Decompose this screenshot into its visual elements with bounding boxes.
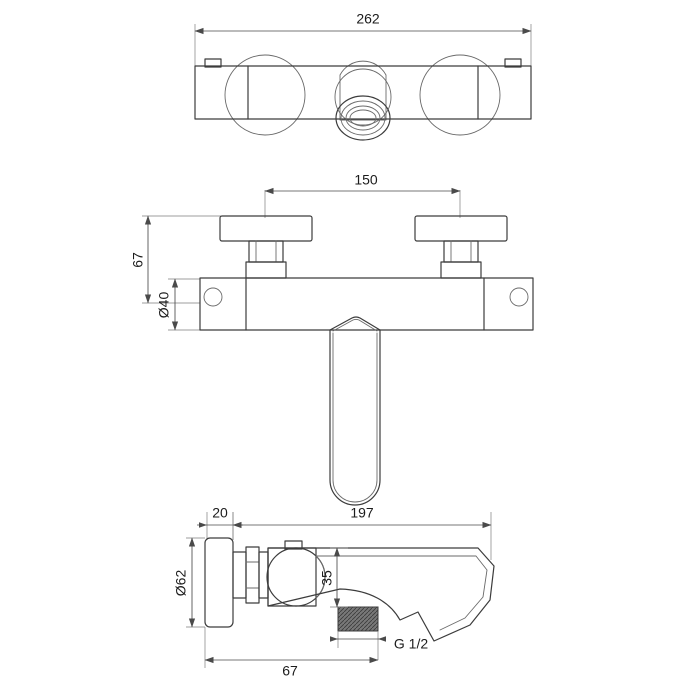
top-outlet-bore xyxy=(349,109,377,127)
side-spout-inner-arc xyxy=(315,555,488,631)
dim-label-d40: Ø40 xyxy=(156,292,172,319)
front-spout-inner xyxy=(332,332,378,503)
front-spout-body xyxy=(329,329,381,506)
top-body-rect xyxy=(194,65,532,120)
dim-label-67-vertical: 67 xyxy=(130,252,146,268)
top-view-group: 262 xyxy=(194,11,532,141)
side-view-group: 20 197 Ø62 xyxy=(173,505,495,679)
front-spout-top-inner xyxy=(332,318,378,332)
side-handle-tab xyxy=(284,540,303,550)
top-outlet-ring-inner xyxy=(345,105,381,131)
front-body-rect xyxy=(199,277,534,331)
front-right-hex-nut xyxy=(443,240,479,263)
dim-label-20: 20 xyxy=(212,505,228,521)
front-right-screw-hole xyxy=(509,287,529,307)
front-right-collar xyxy=(440,261,482,279)
front-left-collar xyxy=(245,261,287,279)
side-hex-nut-left xyxy=(232,551,247,599)
front-right-handle-cap xyxy=(414,215,508,242)
top-outlet-ring-outer xyxy=(335,95,391,141)
front-left-screw-hole xyxy=(203,287,223,307)
dim-arrow-g12-right xyxy=(378,636,386,642)
top-left-handle-circle xyxy=(224,54,306,136)
dim-label-150: 150 xyxy=(354,172,378,188)
dim-label-67-horizontal: 67 xyxy=(282,663,298,679)
front-spout-top xyxy=(329,316,381,331)
dim-label-g12: G 1/2 xyxy=(394,636,428,652)
top-right-handle-circle xyxy=(419,54,501,136)
dim-label-d62: Ø62 xyxy=(173,570,189,597)
dim-arrow-g12-left xyxy=(330,636,338,642)
front-left-hex-nut xyxy=(248,240,284,263)
top-left-tab xyxy=(204,58,222,68)
side-spout-body xyxy=(267,547,495,642)
side-hex-nut-body xyxy=(245,546,260,604)
top-right-tab xyxy=(504,58,522,68)
dim-label-35: 35 xyxy=(319,570,335,586)
top-outlet-boss-circle xyxy=(334,68,392,126)
front-view-group: 150 67 Ø40 xyxy=(130,172,534,506)
front-left-handle-cap xyxy=(219,215,313,242)
dim-arrow-20-left xyxy=(199,522,207,528)
top-outlet-boss-body xyxy=(339,60,387,121)
top-outlet-ring-mid xyxy=(340,100,386,136)
dim-label-262: 262 xyxy=(356,11,380,27)
side-wall-plate xyxy=(204,537,234,628)
side-thread-nipple xyxy=(337,606,379,632)
dim-label-197: 197 xyxy=(350,505,374,521)
